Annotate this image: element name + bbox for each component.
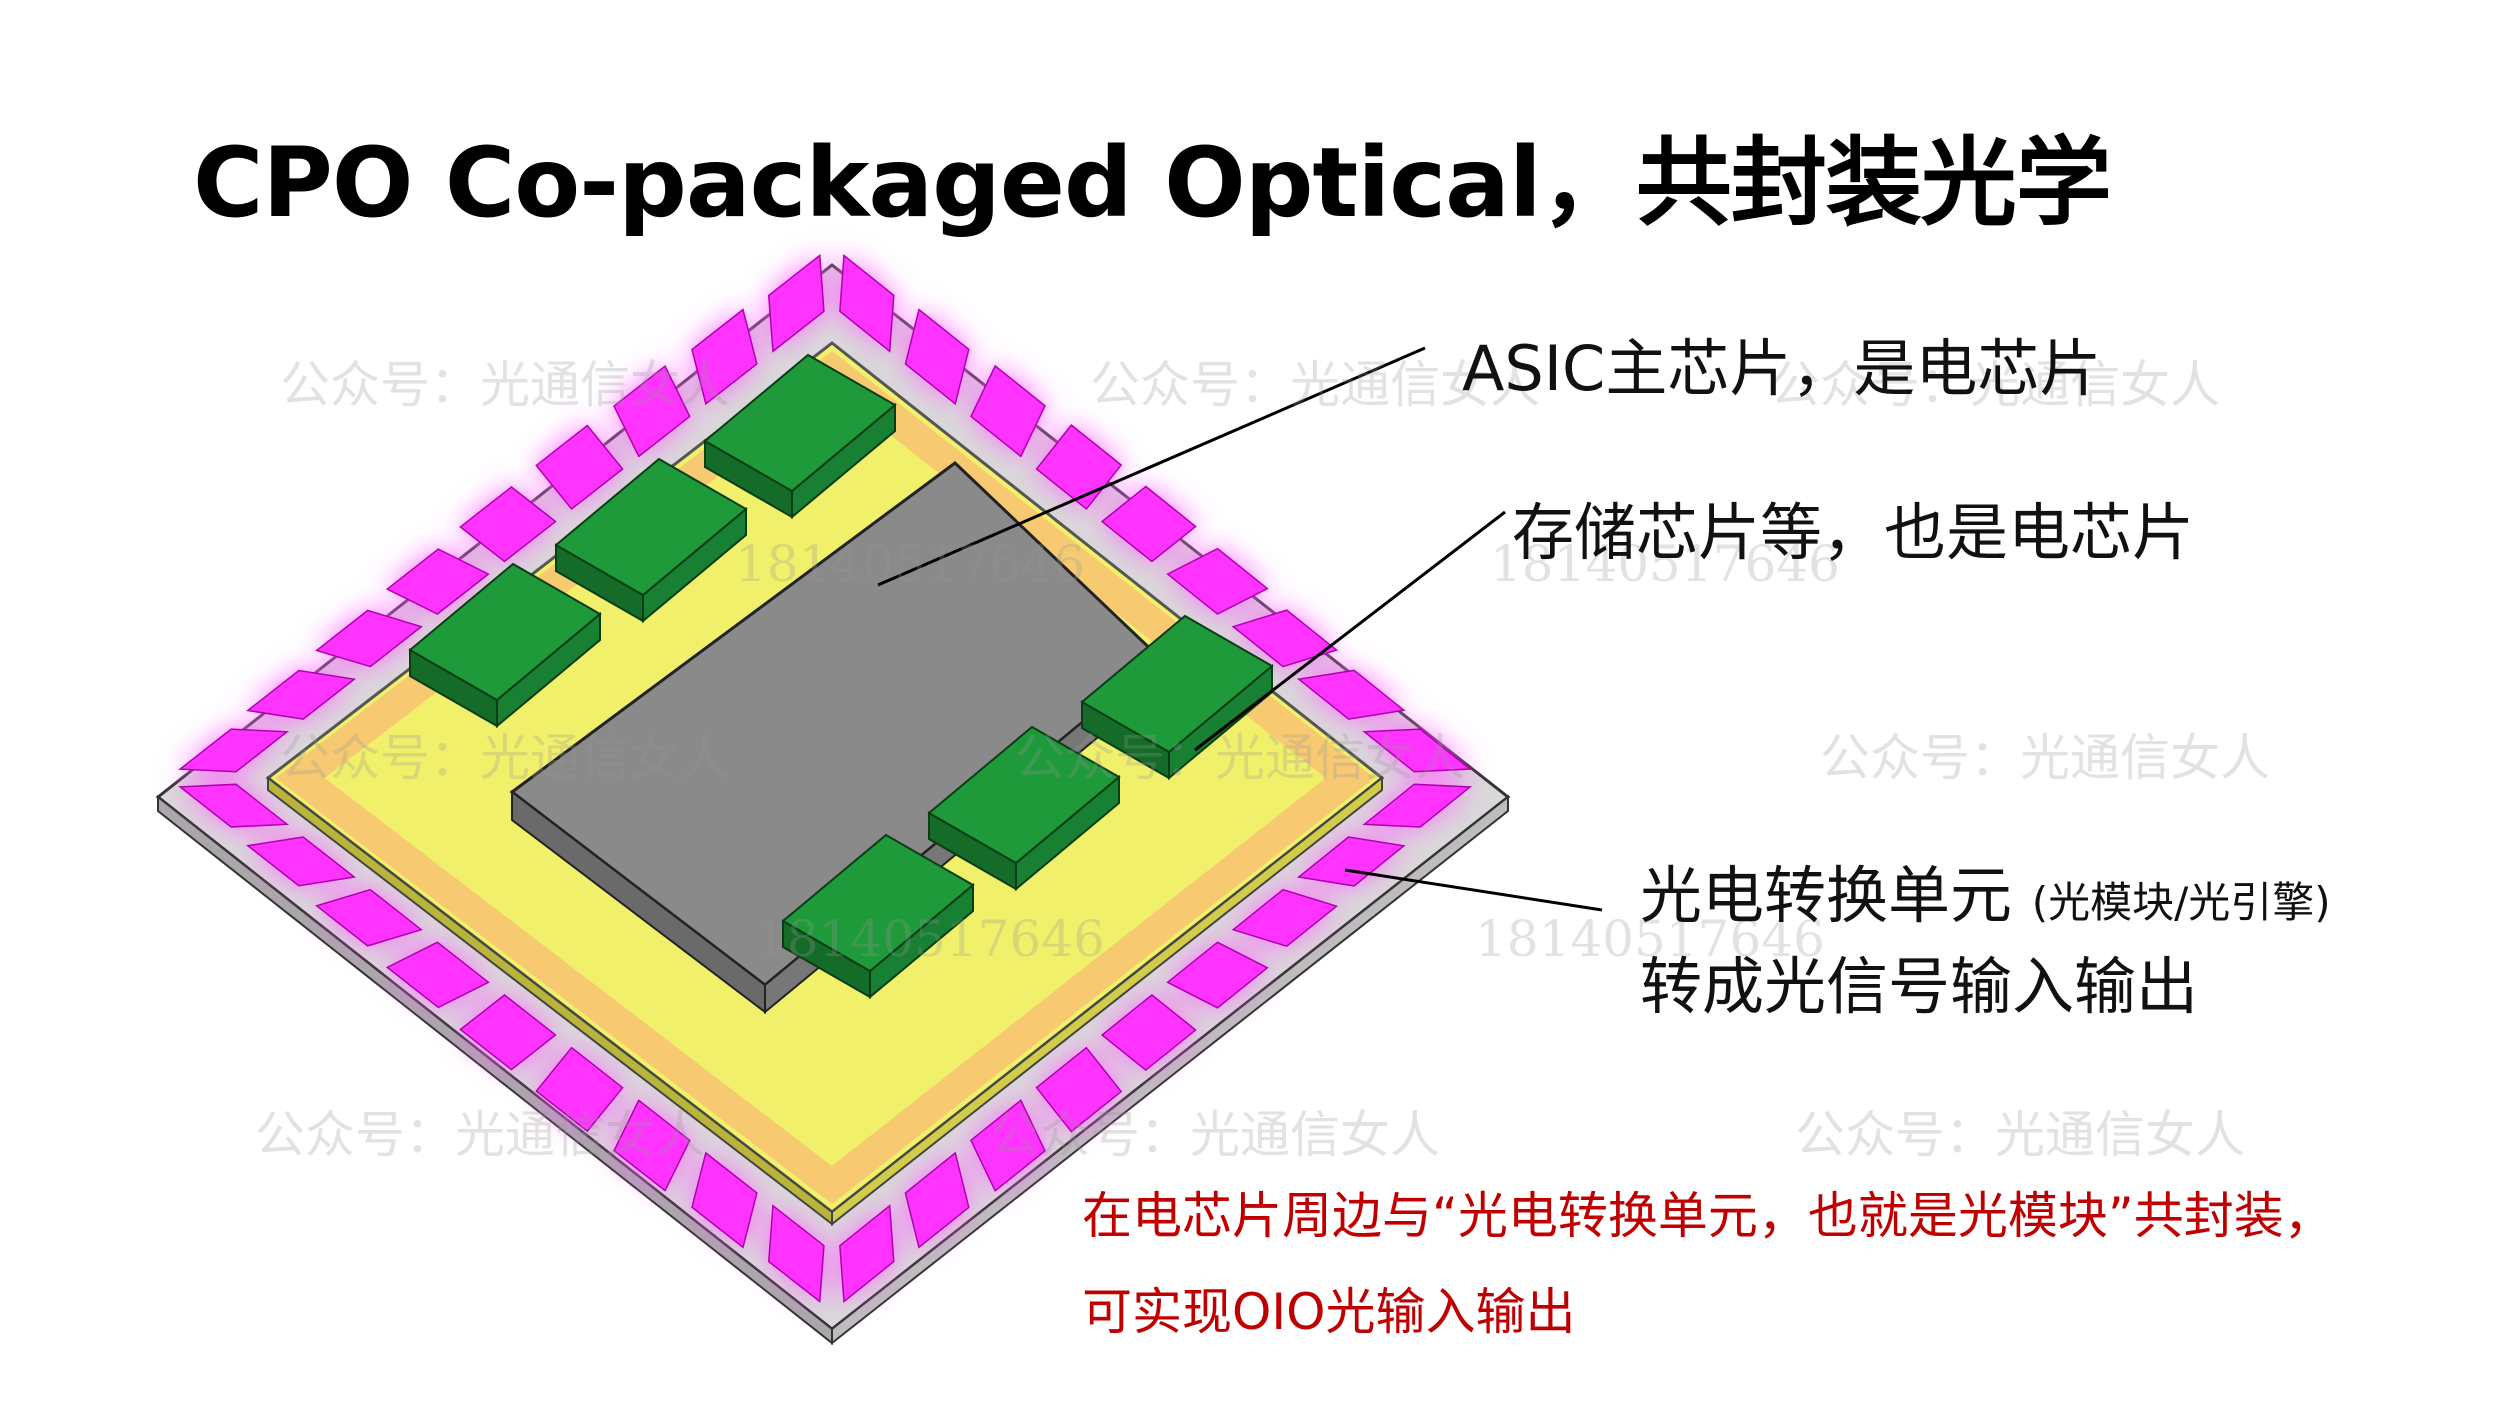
io-pad bbox=[767, 1204, 825, 1303]
io-pad bbox=[246, 836, 356, 887]
io-pad bbox=[459, 486, 557, 563]
io-pad bbox=[1100, 485, 1197, 563]
io-pad bbox=[385, 941, 490, 1009]
optical-module bbox=[408, 562, 602, 729]
io-pad bbox=[1166, 547, 1269, 615]
io-pad bbox=[1035, 1046, 1123, 1133]
optical-module bbox=[554, 457, 748, 624]
io-pad bbox=[1166, 941, 1269, 1009]
memory-chip-label: 存储芯片等，也是电芯片 bbox=[1512, 496, 2195, 569]
leader-lines bbox=[877, 346, 1603, 912]
io-pad bbox=[839, 253, 895, 353]
io-pad bbox=[839, 1204, 895, 1304]
io-pad bbox=[1100, 994, 1197, 1072]
io-pad bbox=[246, 669, 356, 720]
oe-label-line2: 转成光信号输入输出 bbox=[1640, 950, 2199, 1023]
io-pad-array bbox=[178, 253, 1473, 1304]
optical-module bbox=[927, 725, 1121, 892]
module-top bbox=[554, 457, 748, 597]
optical-module bbox=[703, 353, 897, 520]
module-top bbox=[927, 725, 1121, 865]
io-pad bbox=[970, 364, 1046, 458]
io-pad bbox=[315, 609, 423, 668]
note-line-2: 可实现OIO光输入输出 bbox=[1082, 1283, 1576, 1341]
module-top bbox=[408, 562, 602, 702]
io-pad bbox=[613, 364, 691, 458]
oe-label-line1: 光电转换单元 (光模块/光引擎) bbox=[1640, 854, 2331, 945]
io-pad bbox=[904, 1151, 970, 1249]
io-pad bbox=[315, 888, 423, 947]
io-pad bbox=[178, 728, 290, 773]
io-pad bbox=[1362, 783, 1473, 828]
module-top bbox=[703, 353, 897, 493]
io-pad bbox=[1231, 888, 1339, 948]
io-pad bbox=[459, 994, 557, 1071]
io-pad bbox=[1296, 669, 1406, 720]
optical-module bbox=[781, 833, 975, 1000]
asic-label: ASIC主芯片，是电芯片 bbox=[1462, 332, 2102, 405]
module-top bbox=[1080, 614, 1274, 754]
io-pad bbox=[613, 1099, 691, 1192]
io-pad bbox=[904, 308, 970, 406]
io-pad bbox=[385, 548, 490, 615]
memory-leader-line bbox=[1194, 510, 1506, 752]
io-pad bbox=[1231, 609, 1339, 668]
optical-electrical-unit-label: 光电转换单元 (光模块/光引擎) 转成光信号输入输出 bbox=[1640, 854, 2331, 1029]
oe-label-main: 光电转换单元 bbox=[1640, 859, 2013, 932]
io-pad bbox=[535, 424, 624, 510]
io-pad bbox=[535, 1046, 624, 1133]
oe-label-paren: (光模块/光引擎) bbox=[2031, 878, 2331, 927]
cpo-note: 在电芯片周边与“光电转换单元，也就是光模块”共封装， 可实现OIO光输入输出 bbox=[1082, 1168, 2334, 1360]
io-pad bbox=[1296, 836, 1406, 887]
io-pad bbox=[1362, 728, 1473, 773]
io-pad bbox=[767, 254, 825, 353]
oe-leader-line bbox=[1344, 868, 1603, 912]
note-line-1: 在电芯片周边与“光电转换单元，也就是光模块”共封装， bbox=[1082, 1187, 2334, 1245]
io-pad bbox=[970, 1099, 1046, 1193]
io-pad bbox=[691, 308, 758, 406]
io-pad bbox=[178, 783, 290, 828]
pads bbox=[178, 253, 1473, 1304]
module-top bbox=[781, 833, 975, 973]
asic-leader-line bbox=[877, 346, 1426, 587]
page-title: CPO Co-packaged Optical，共封装光学 bbox=[193, 127, 2112, 239]
io-pad bbox=[691, 1151, 758, 1249]
